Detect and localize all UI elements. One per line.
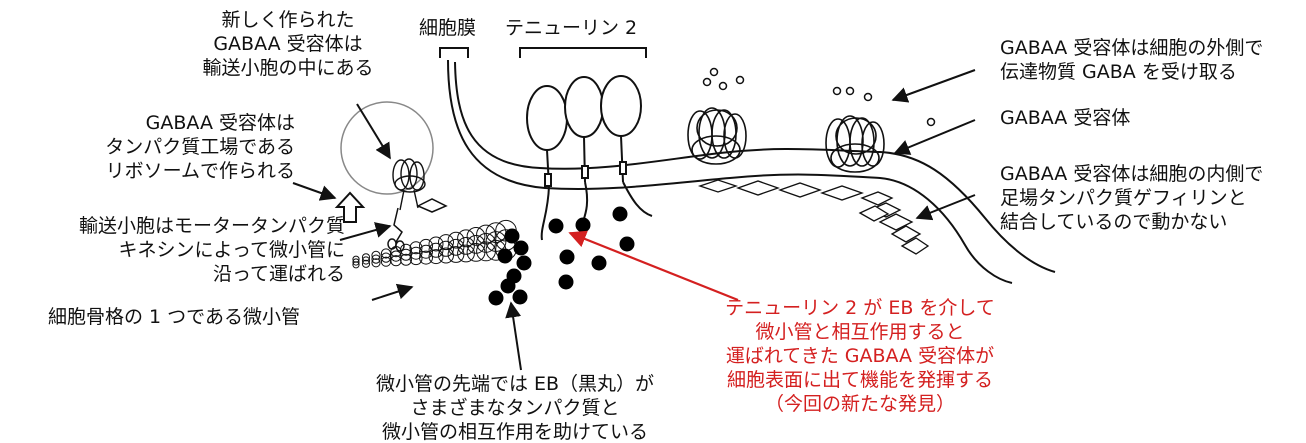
label-teneurin: テニューリン 2	[505, 17, 638, 39]
arrow-finding	[568, 230, 739, 302]
up-arrow-icon	[334, 191, 366, 223]
label-ribosome: GABAA 受容体は タンパク質工場である リボソームで作られる	[105, 112, 295, 182]
membrane-outer	[454, 61, 1056, 273]
eb-dot	[548, 218, 564, 234]
eb-dots	[488, 206, 635, 306]
label-finding: テニューリン 2 が EB を介して 微小管と相互作用すると 運ばれてきた GA…	[725, 297, 995, 415]
microtubule-subunit	[352, 258, 360, 266]
transport-vesicle	[340, 101, 434, 195]
microtubule-subunit	[380, 252, 392, 263]
gaba-molecules	[702, 67, 936, 127]
membrane-receptors	[687, 107, 885, 173]
microtubule-subunit	[419, 244, 433, 259]
microtubule-subunit	[409, 241, 423, 255]
eb-dot	[513, 240, 529, 256]
eb-dot	[500, 278, 516, 294]
label-receptor: GABAA 受容体	[1000, 107, 1131, 129]
microtubule-subunit	[438, 240, 454, 257]
eb-dot	[497, 248, 513, 264]
arrow-receptor	[893, 119, 976, 155]
microtubule	[352, 219, 517, 269]
membrane-inner	[447, 59, 1013, 284]
microtubule-subunit	[466, 243, 486, 262]
microtubule-subunit	[428, 236, 444, 252]
kinesin-motor	[387, 198, 448, 252]
arrow-eb	[505, 301, 522, 371]
eb-dot	[559, 249, 575, 265]
microtubule-subunit	[371, 254, 381, 264]
microtubule-subunit	[419, 250, 433, 265]
arrow-new-receptor	[356, 103, 391, 160]
teneurin-bracket	[519, 47, 647, 58]
arrow-ribosome	[292, 182, 337, 201]
label-kinesin: 輸送小胞はモータータンパク質 キネシンによって微小管に 沿って運ばれる	[78, 215, 345, 285]
microtubule-subunit	[466, 235, 486, 254]
membrane-bracket	[439, 47, 469, 58]
vesicle-receptor	[392, 158, 426, 211]
label-gephyrin: GABAA 受容体は細胞の内側で 足場タンパク質ゲフィリンと 結合しているので動…	[1000, 163, 1264, 233]
eb-dot	[619, 236, 635, 252]
microtubule-subunit	[361, 256, 371, 265]
microtubule-subunit	[447, 238, 465, 256]
microtubule-subunit	[400, 253, 412, 266]
microtubule-subunit	[457, 237, 475, 255]
label-membrane: 細胞膜	[419, 17, 477, 39]
microtubule-subunit	[409, 246, 423, 260]
microtubule-subunit	[371, 250, 381, 260]
microtubule-subunit	[390, 255, 402, 267]
eb-dot	[575, 217, 591, 233]
label-receives-gaba: GABAA 受容体は細胞の外側で 伝達物質 GABA を受け取る	[1000, 37, 1264, 83]
eb-dot	[612, 206, 628, 222]
microtubule-subunit	[438, 234, 454, 251]
eb-dot	[516, 255, 532, 271]
microtubule-subunit	[352, 255, 360, 263]
microtubule-subunit	[352, 261, 360, 269]
eb-dot	[512, 289, 528, 305]
eb-dot	[591, 255, 607, 271]
microtubule-subunit	[438, 247, 454, 264]
teneurin-proteins	[526, 75, 653, 241]
label-microtubule: 細胞骨格の 1 つである微小管	[48, 306, 300, 328]
arrow-receives-gaba	[891, 69, 976, 103]
microtubule-subunit	[419, 238, 433, 253]
arrow-kinesin	[339, 222, 392, 241]
eb-dot	[504, 228, 520, 244]
microtubule-subunit	[409, 252, 423, 266]
microtubule-subunit	[380, 248, 392, 259]
label-new-receptor: 新しく作られた GABAA 受容体は 輸送小胞の中にある	[202, 9, 374, 79]
eb-dot	[558, 274, 574, 290]
label-eb-note: 微小管の先端では EB（黒丸）が さまざまなタンパク質と 微小管の相互作用を助け…	[375, 373, 655, 443]
arrow-microtubule	[371, 283, 414, 301]
gephyrin-scaffold	[697, 179, 930, 255]
microtubule-subunit	[371, 258, 381, 268]
microtubule-subunit	[361, 259, 371, 268]
eb-dot	[488, 290, 504, 306]
microtubule-subunit	[361, 253, 371, 262]
microtubule-subunit	[466, 227, 486, 246]
microtubule-subunit	[428, 249, 444, 265]
microtubule-subunit	[457, 229, 475, 248]
microtubule-subunit	[428, 242, 444, 258]
microtubule-subunit	[447, 231, 465, 249]
arrow-gephyrin	[915, 194, 976, 221]
